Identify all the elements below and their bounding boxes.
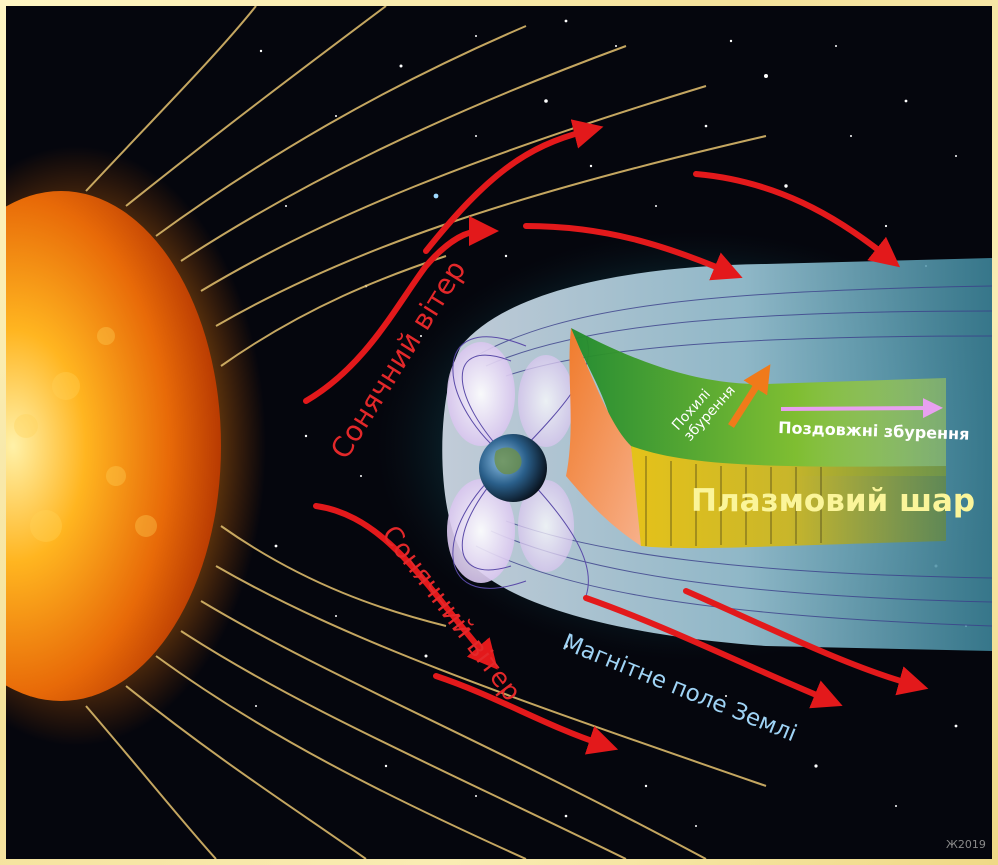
earth-land — [494, 447, 522, 475]
signature: Ж2019 — [946, 838, 986, 851]
plasma-sheet-lines — [645, 456, 822, 546]
sun — [0, 191, 221, 701]
plasma-sheet — [631, 446, 946, 549]
oblique-arrow — [728, 364, 771, 428]
solar-wind-arrow — [693, 171, 901, 268]
solar-field-lines — [85, 5, 767, 860]
plasma-sheet-label: Плазмовий шар — [691, 483, 975, 519]
longitudinal-arrow — [780, 398, 943, 419]
sun-granulation — [14, 327, 157, 542]
solar-wind-arrow — [313, 503, 498, 670]
solar-wind-arrow — [583, 595, 843, 709]
solar-wind-arrow — [523, 223, 743, 281]
stars — [255, 19, 968, 827]
orange-wedge — [566, 328, 641, 546]
solar-wind-arrow — [433, 673, 619, 755]
solar-wind-arrow — [423, 119, 604, 254]
solar-wind-arrows — [303, 119, 929, 755]
solar-wind-arrow — [303, 216, 499, 404]
solar-wind-arrow — [683, 588, 929, 696]
green-current-sheet — [571, 328, 946, 476]
magnetosphere-illustration: Сонячний вітер Сонячний вітер Магнітне п… — [0, 5, 998, 860]
